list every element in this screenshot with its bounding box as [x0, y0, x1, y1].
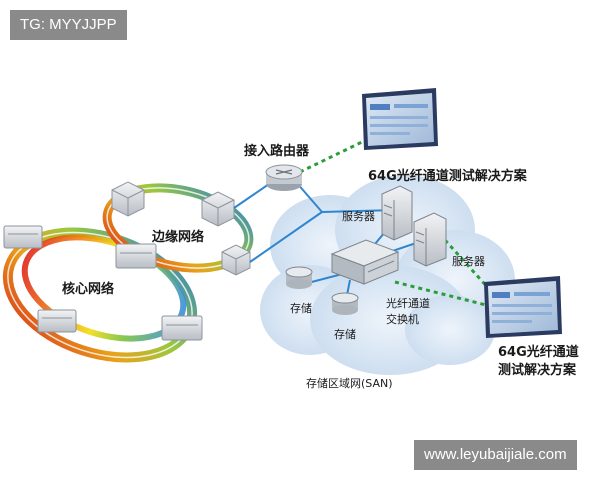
server-1-icon [381, 185, 413, 241]
core-switch-4 [161, 315, 203, 341]
storage-a-label: 存储 [290, 302, 312, 315]
storage-2-icon [331, 292, 359, 315]
test-monitor-top [362, 88, 438, 150]
core-network-label: 核心网络 [62, 282, 115, 297]
edge-network-label: 边缘网络 [152, 230, 205, 245]
edge-router-2 [201, 191, 235, 227]
fc-test-solution-right-label: 64G光纤通道测试解决方案 [498, 345, 579, 378]
edge-network-ring [102, 183, 254, 273]
storage-1-icon [285, 266, 313, 289]
server-a-label: 服务器 [342, 210, 375, 223]
edge-router-3 [221, 244, 251, 276]
green-dotted-links [299, 140, 492, 308]
core-switch-1 [3, 225, 43, 249]
core-switch-3 [37, 309, 77, 333]
edge-router-1 [111, 181, 145, 217]
test-monitor-right [484, 276, 562, 338]
core-switch-2 [115, 243, 157, 269]
watermark-bottom-right: www.leyubaijiale.com [414, 440, 577, 470]
server-2-icon [413, 212, 447, 267]
access-router-icon [265, 164, 303, 191]
fc-switch-icon [330, 239, 400, 285]
fc-test-solution-top-label: 64G光纤通道测试解决方案 [368, 169, 527, 184]
watermark-top-left: TG: MYYJJPP [10, 10, 127, 40]
san-label: 存储区域网(SAN) [306, 377, 393, 390]
fc-switch-label: 光纤通道交换机 [386, 297, 430, 326]
access-router-label: 接入路由器 [244, 144, 310, 159]
server-b-label: 服务器 [452, 255, 485, 268]
storage-b-label: 存储 [334, 328, 356, 341]
